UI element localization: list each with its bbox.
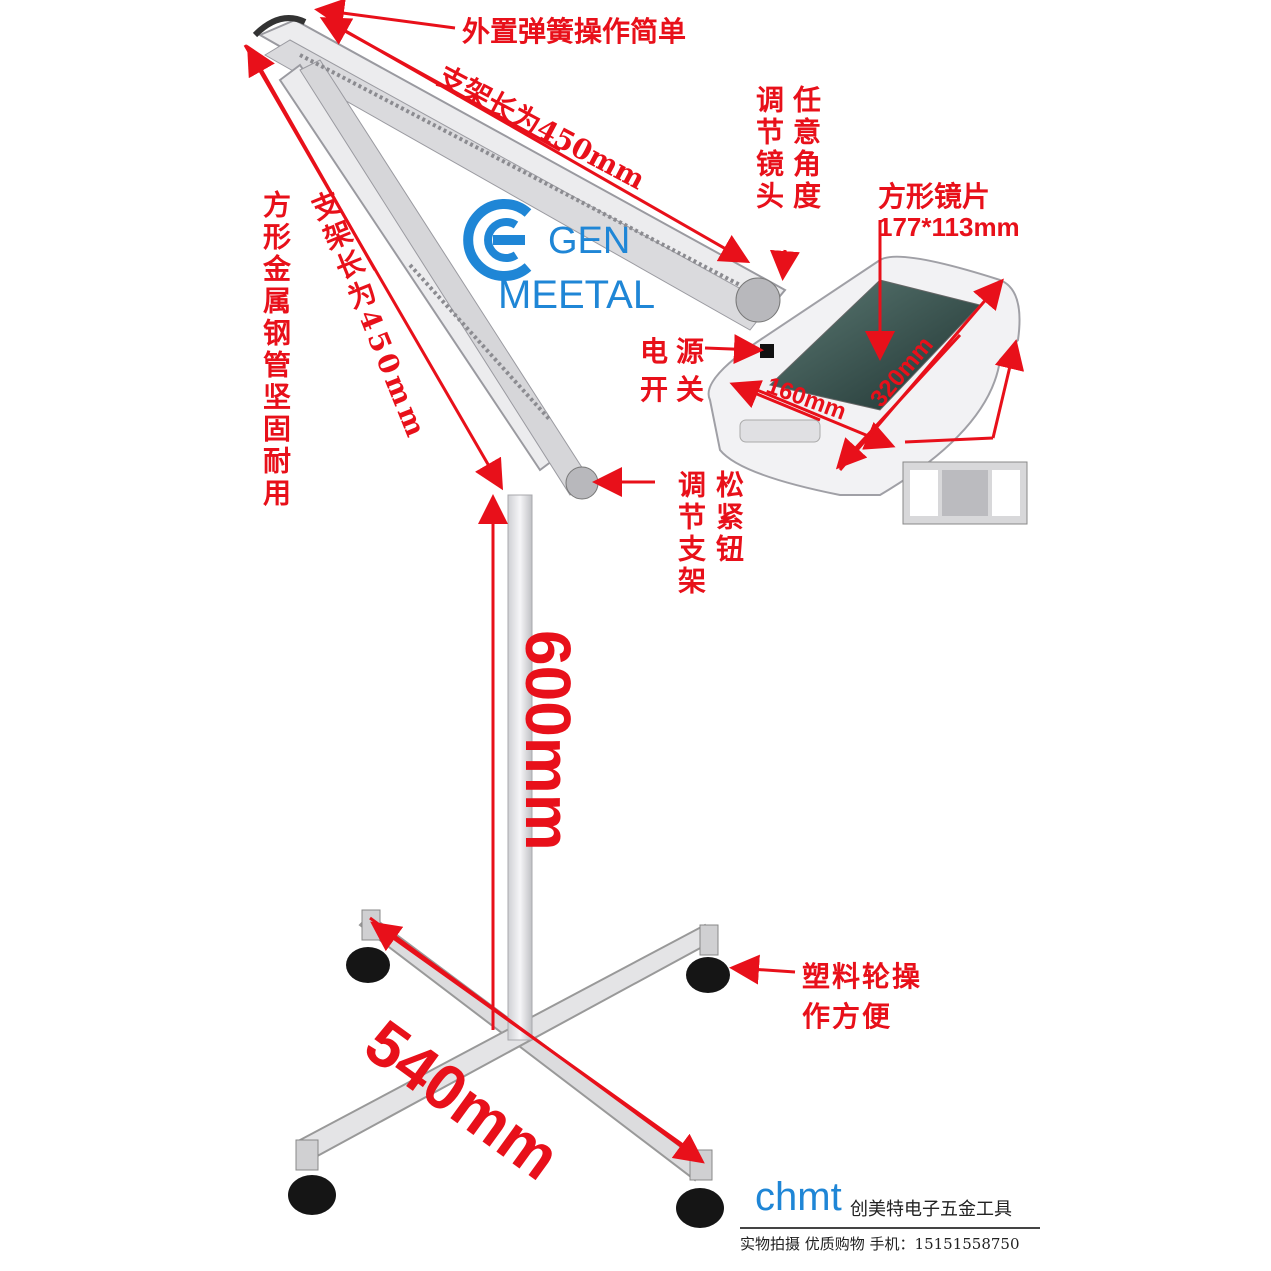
lamp-bottom-inset xyxy=(902,461,1028,525)
label-height: 600mm xyxy=(512,630,584,851)
label-lens-size: 177*113mm xyxy=(878,212,1020,242)
watermark-logo: GEN MEETAL xyxy=(458,195,668,325)
label-knob-a: 松紧钮 xyxy=(712,470,745,566)
vertical-pole xyxy=(507,494,533,1041)
label-adjust-head-a: 任意角度 xyxy=(789,85,822,213)
logo-line2: MEETAL xyxy=(498,273,656,317)
footer-divider xyxy=(740,1227,1040,1229)
label-lens-title: 方形镜片 xyxy=(878,180,991,213)
label-wheel-a: 塑料轮操 xyxy=(802,960,923,993)
label-adjust-head-b: 调节镜头 xyxy=(752,85,785,213)
base-cross xyxy=(295,909,719,1182)
footer-company: 创美特电子五金工具 xyxy=(850,1199,1012,1220)
logo-line1: GEN xyxy=(548,220,631,262)
wheels xyxy=(288,947,730,1228)
label-wheel-b: 作方便 xyxy=(802,1000,893,1033)
label-power-a: 电源 xyxy=(640,335,713,368)
label-pole-desc: 方形金属钢管坚固耐用 xyxy=(259,190,292,510)
footer-slogan: 实物拍摄 优质购物 手机：15151558750 xyxy=(740,1235,1020,1253)
annotation-arrows xyxy=(243,0,1025,1164)
label-knob-b: 调节支架 xyxy=(674,470,707,598)
logo-mark-icon xyxy=(463,199,532,281)
label-spring: 外置弹簧操作简单 xyxy=(462,15,687,48)
footer-brand: chmt xyxy=(755,1175,842,1219)
swing-arms xyxy=(252,15,787,500)
label-power-b: 开关 xyxy=(640,373,713,406)
